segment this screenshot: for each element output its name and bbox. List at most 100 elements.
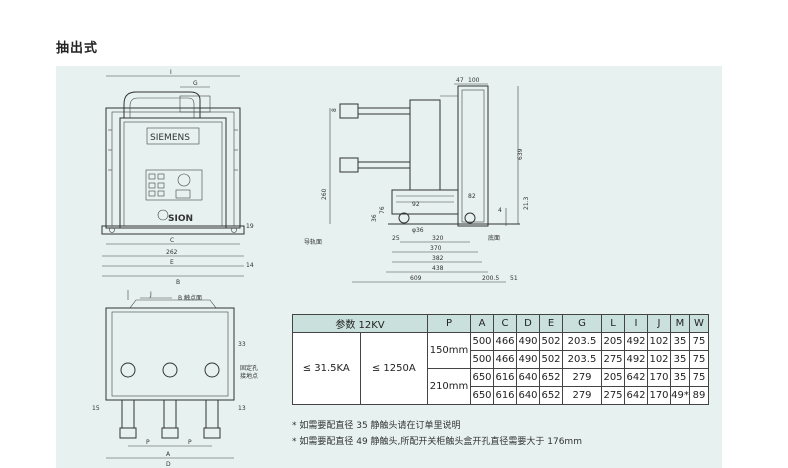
table-cell: 275 <box>601 350 625 369</box>
side-dim-92: 92 <box>412 201 420 208</box>
table-cell: 89 <box>689 386 709 405</box>
side-dim-639: 639 <box>517 148 524 160</box>
table-cell: 616 <box>493 368 517 387</box>
top-dim-P2: P <box>188 439 192 446</box>
table-cell-current1: ≤ 31.5KA <box>292 332 361 405</box>
side-dim-370: 370 <box>430 245 442 252</box>
table-cell: 652 <box>539 386 563 405</box>
table-header: P <box>427 314 471 333</box>
table-cell: 75 <box>689 350 709 369</box>
table-header: E <box>539 314 563 333</box>
side-dim-100: 100 <box>468 77 480 84</box>
front-dim-14: 14 <box>246 262 254 269</box>
side-dim-609: 609 <box>410 275 422 282</box>
table-header: 参数 12KV <box>292 314 428 333</box>
notes: * 如需要配直径 35 静触头请在订单里说明 * 如需要配直径 49 静触头,所… <box>292 418 582 450</box>
table-cell: 75 <box>689 332 709 351</box>
table-cell: 102 <box>647 332 671 351</box>
table-cell: 642 <box>624 386 648 405</box>
table-header: I <box>624 314 648 333</box>
table-cell: 502 <box>539 332 563 351</box>
table-cell: 650 <box>470 368 494 387</box>
note-item: * 如需要配直径 49 静触头,所配开关柜触头盒开孔直径需要大于 176mm <box>292 437 582 447</box>
front-model: SION <box>168 214 193 224</box>
top-dim-P1: P <box>146 439 150 446</box>
side-dim-47: 47 <box>456 77 464 84</box>
front-dim-19: 19 <box>246 223 254 230</box>
page-title: 抽出式 <box>56 41 99 56</box>
table-cell: 492 <box>624 332 648 351</box>
front-dim-262: 262 <box>166 249 178 256</box>
table-cell: 35 <box>670 368 690 387</box>
side-dim-phi36: φ36 <box>412 227 424 234</box>
table-cell: 492 <box>624 350 648 369</box>
table-cell: 279 <box>562 386 602 405</box>
table-cell: 490 <box>516 350 540 369</box>
table-header: A <box>470 314 494 333</box>
table-header: W <box>689 314 709 333</box>
side-view: 47 100 639 8 260 76 36 82 92 4 21.3 25 φ… <box>304 77 530 283</box>
side-dim-260: 260 <box>321 188 328 200</box>
table-cell: 205 <box>601 368 625 387</box>
table-header: D <box>516 314 540 333</box>
top-label-3: 接地点 <box>240 372 258 380</box>
table-row: ≤ 31.5KA ≤ 1250A 150mm 500 466 490 502 2… <box>292 332 709 405</box>
side-dim-76: 76 <box>379 206 386 214</box>
side-dim-4: 4 <box>498 207 502 214</box>
top-view: J B 触点面 33 固定孔 接地点 15 13 P P A D <box>92 290 258 468</box>
side-label-base: 底面 <box>488 234 500 242</box>
table-header: M <box>670 314 690 333</box>
table-cell: 205 <box>601 332 625 351</box>
table-header: J <box>647 314 671 333</box>
table-cell: 203.5 <box>562 350 602 369</box>
table-cell: 652 <box>539 368 563 387</box>
table-header-row: 参数 12KV P A C D E G L I J M W <box>292 314 709 333</box>
table-cell: 275 <box>601 386 625 405</box>
top-dim-33: 33 <box>238 341 246 348</box>
table-cell-p: 210mm <box>427 368 471 405</box>
table-cell: 102 <box>647 350 671 369</box>
side-dim-438: 438 <box>432 265 444 272</box>
table-cell: 500 <box>470 350 494 369</box>
table-cell: 502 <box>539 350 563 369</box>
table-cell: 49* <box>670 386 690 405</box>
front-dim-C: C <box>170 237 174 244</box>
side-dim-320: 320 <box>432 235 444 242</box>
table-cell-current2: ≤ 1250A <box>359 332 428 405</box>
table-cell: 640 <box>516 386 540 405</box>
table-header: C <box>493 314 517 333</box>
side-dim-25: 25 <box>392 235 400 242</box>
table-cell: 75 <box>689 368 709 387</box>
note-item: * 如需要配直径 35 静触头请在订单里说明 <box>292 421 461 431</box>
front-dim-E: E <box>170 259 174 266</box>
table-cell: 640 <box>516 368 540 387</box>
table-cell: 616 <box>493 386 517 405</box>
table-header: L <box>601 314 625 333</box>
table-cell: 35 <box>670 350 690 369</box>
table-cell: 642 <box>624 368 648 387</box>
side-label-guide: 导轨面 <box>304 238 322 246</box>
table-row: 210mm 650 616 640 652 279 205 642 170 35… <box>293 368 709 405</box>
side-dim-8: 8 <box>331 108 338 112</box>
table-row: 650 616 640 652 279 275 642 170 49* 89 <box>293 386 709 405</box>
table-cell: 203.5 <box>562 332 602 351</box>
top-dim-D: D <box>166 461 171 468</box>
top-dim-A: A <box>166 451 171 458</box>
table-cell: 170 <box>647 386 671 405</box>
front-dim-G: G <box>193 80 198 87</box>
side-dim-382: 382 <box>432 255 444 262</box>
side-dim-200-5: 200.5 <box>482 275 499 282</box>
table-cell: 650 <box>470 386 494 405</box>
top-label-2: 固定孔 <box>240 364 258 372</box>
side-dim-36b: 36 <box>371 214 378 222</box>
table-cell: 466 <box>493 332 517 351</box>
front-brand: SIEMENS <box>150 133 190 143</box>
table-cell-p: 150mm <box>427 332 471 369</box>
top-dim-15: 15 <box>92 405 100 412</box>
front-dim-B: B <box>176 279 180 286</box>
front-view: SIEMENS SION I G C 262 E B <box>101 69 254 286</box>
table-cell: 279 <box>562 368 602 387</box>
front-dim-I: I <box>170 69 172 76</box>
table-cell: 500 <box>470 332 494 351</box>
